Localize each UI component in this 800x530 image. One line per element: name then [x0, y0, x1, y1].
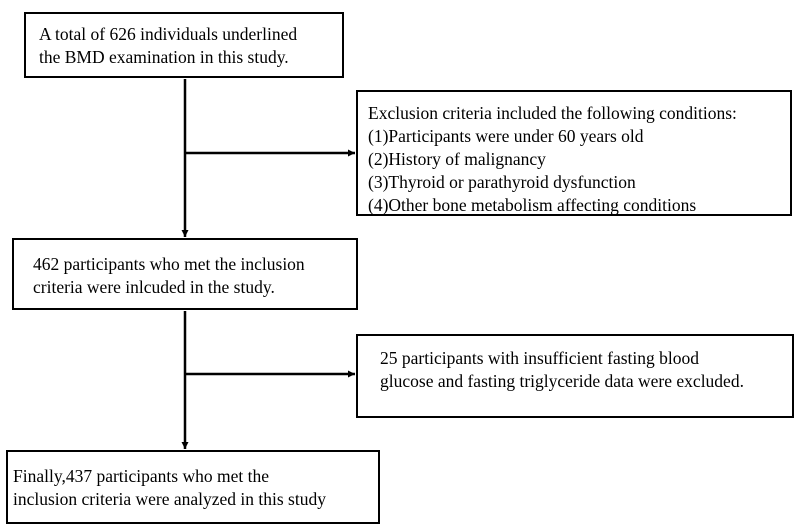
exclusion-criteria-heading: Exclusion criteria included the followin…: [368, 103, 737, 123]
exclusion-criterion-3: (3)Thyroid or parathyroid dysfunction: [368, 172, 636, 192]
final-analyzed-box: Finally,437 participants who met the inc…: [6, 450, 380, 524]
exclusion-criterion-4: (4)Other bone metabolism affecting condi…: [368, 195, 697, 215]
included-participants-line-1: 462 participants who met the inclusion: [33, 254, 305, 274]
exclusion-criteria-box: Exclusion criteria included the followin…: [356, 90, 792, 216]
insufficient-data-line-2: glucose and fasting triglyceride data we…: [380, 371, 744, 391]
total-individuals-box: A total of 626 individuals underlined th…: [24, 12, 344, 78]
final-analyzed-line-2: inclusion criteria were analyzed in this…: [13, 489, 326, 509]
insufficient-data-line-1: 25 participants with insufficient fastin…: [380, 348, 699, 368]
included-participants-line-2: criteria were inlcuded in the study.: [33, 277, 275, 297]
insufficient-data-exclusion-box: 25 participants with insufficient fastin…: [356, 334, 794, 418]
exclusion-criterion-2: (2)History of malignancy: [368, 149, 546, 169]
exclusion-criterion-1: (1)Participants were under 60 years old: [368, 126, 644, 146]
total-individuals-line-2: the BMD examination in this study.: [39, 47, 289, 67]
total-individuals-line-1: A total of 626 individuals underlined: [39, 24, 298, 44]
final-analyzed-line-1: Finally,437 participants who met the: [13, 466, 269, 486]
included-participants-box: 462 participants who met the inclusion c…: [12, 238, 358, 310]
